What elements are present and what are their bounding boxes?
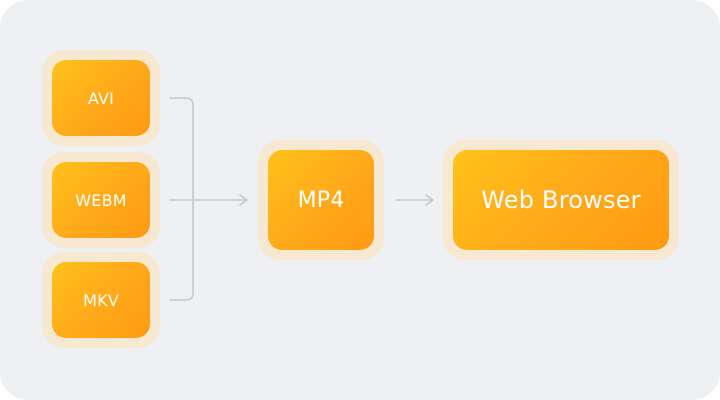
avi-label: AVI bbox=[87, 88, 115, 108]
arrowhead-to-browser bbox=[425, 194, 434, 206]
mkv-label: MKV bbox=[83, 290, 119, 310]
web-browser-label: Web Browser bbox=[481, 186, 641, 214]
webm-label: WEBM bbox=[75, 190, 127, 210]
mkv-node: MKV bbox=[52, 262, 150, 338]
arrowhead-to-mp4 bbox=[239, 194, 248, 206]
web-browser-node: Web Browser bbox=[453, 150, 669, 250]
webm-node: WEBM bbox=[52, 162, 150, 238]
mp4-node: MP4 bbox=[268, 150, 374, 250]
connector-mkv bbox=[169, 199, 194, 301]
mp4-label: MP4 bbox=[297, 187, 345, 213]
connector-avi bbox=[169, 97, 194, 201]
avi-node: AVI bbox=[52, 60, 150, 136]
